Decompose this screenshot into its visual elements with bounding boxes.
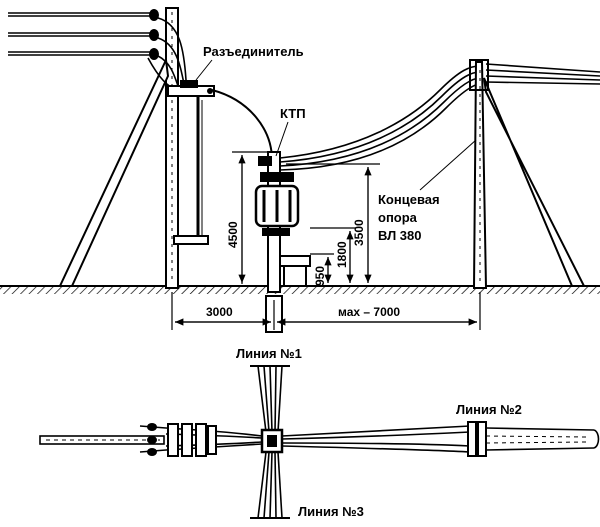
plan-line-2 [281, 425, 600, 453]
ktp-unit [254, 151, 311, 333]
disconnector [167, 80, 215, 245]
plan-line-1 [250, 365, 290, 433]
dim-3500-label: 3500 [352, 219, 366, 246]
end-pole-label-2: опора [378, 210, 418, 225]
line-3-label: Линия №3 [298, 504, 364, 519]
ktp-label: КТП [280, 106, 306, 121]
drop-wires [147, 17, 187, 91]
dim-7000-label: мах – 7000 [338, 305, 400, 319]
outgoing-overhead-lines [485, 63, 600, 85]
dimension-1800 [310, 227, 356, 283]
dim-950-label: 950 [313, 266, 327, 286]
dim-4500-label: 4500 [226, 221, 240, 248]
end-pole-leader [419, 139, 477, 191]
plan-right-pole-clamps [467, 421, 487, 457]
left-pole [58, 7, 179, 289]
feed-cable [211, 89, 273, 161]
dim-3000-label: 3000 [206, 305, 233, 319]
outgoing-cables [279, 65, 481, 171]
plan-ktp [260, 428, 284, 454]
dimension-4500 [232, 151, 268, 284]
dim-1800-label: 1800 [335, 241, 349, 268]
right-end-pole [469, 59, 586, 289]
dimension-950 [310, 253, 334, 283]
line-1-label: Линия №1 [236, 346, 302, 361]
ground [0, 285, 600, 294]
incoming-wires [8, 12, 150, 56]
line-2-label: Линия №2 [456, 402, 522, 417]
plan-line-3 [250, 451, 290, 519]
insulators-left-pole [149, 9, 159, 60]
dimension-3500 [286, 163, 380, 283]
disconnector-label: Разъединитель [203, 44, 304, 59]
dimension-horizontal [171, 292, 481, 330]
plan-left-pole-clamps [167, 423, 217, 457]
ktp-leader [275, 121, 289, 157]
plan-incoming-insulators [147, 423, 157, 456]
end-pole-label-1: Концевая [378, 192, 440, 207]
end-pole-label-3: ВЛ 380 [378, 228, 422, 243]
disconnector-leader [195, 59, 213, 81]
